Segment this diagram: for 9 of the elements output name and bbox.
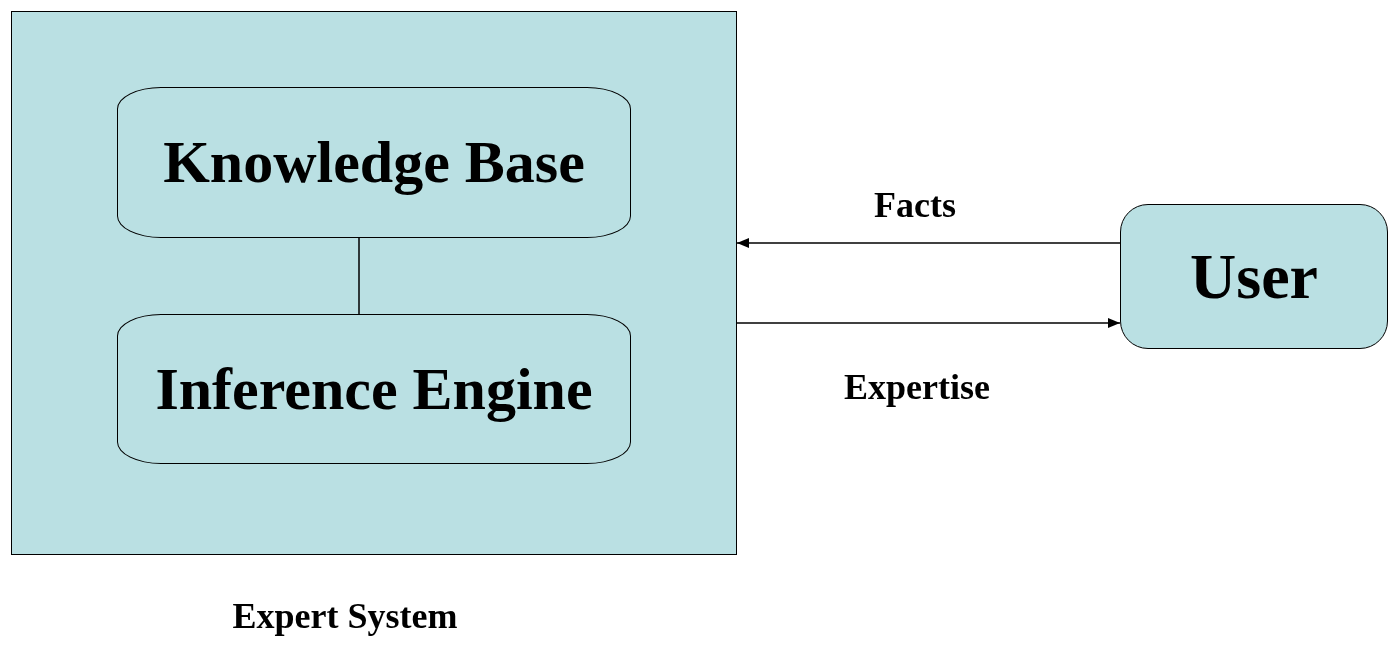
edge-label: Facts bbox=[874, 184, 956, 226]
component-box: Knowledge Base bbox=[117, 87, 631, 238]
arrow bbox=[736, 318, 1121, 328]
edge-label: Expertise bbox=[844, 366, 990, 408]
user-box: User bbox=[1120, 204, 1388, 349]
component-box: Inference Engine bbox=[117, 314, 631, 464]
connector-line bbox=[358, 237, 360, 315]
arrow bbox=[736, 238, 1121, 248]
system-caption: Expert System bbox=[232, 595, 458, 637]
